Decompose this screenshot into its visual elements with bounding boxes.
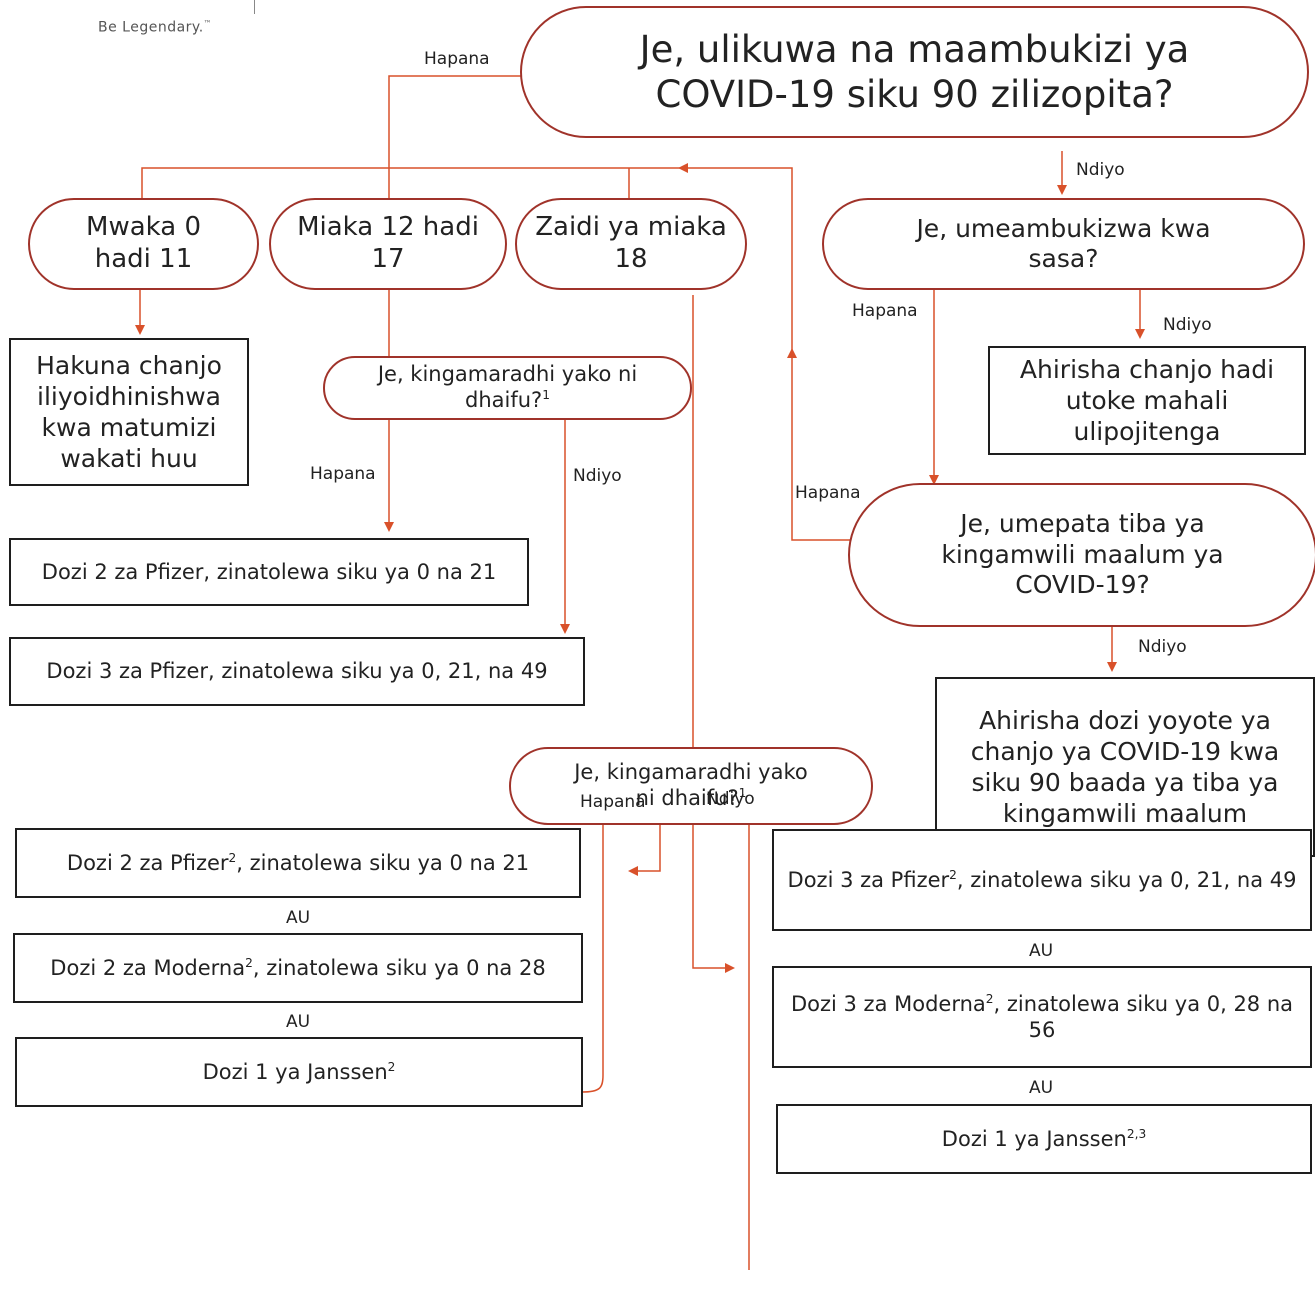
teen-yes-label: Ndiyo bbox=[573, 466, 622, 486]
start-yes-label: Ndiyo bbox=[1076, 160, 1125, 180]
infected-no-label: Hapana bbox=[852, 301, 918, 321]
adult-no-or-2: AU bbox=[285, 1012, 311, 1032]
adult-no-or-1: AU bbox=[285, 908, 311, 928]
age-group-18-plus: Zaidi ya miaka 18 bbox=[515, 198, 747, 290]
no-vaccine-box: Hakuna chanjo iliyoidhinishwa kwa matumi… bbox=[9, 338, 249, 486]
teen-outcome-no: Dozi 2 za Pfizer, zinatolewa siku ya 0 n… bbox=[9, 538, 529, 606]
age-group-12-17: Miaka 12 hadi 17 bbox=[269, 198, 507, 290]
adult-yes-option-janssen: Dozi 1 ya Janssen2,3 bbox=[776, 1104, 1312, 1174]
immune-question-adult: Je, kingamaradhi yako ni dhaifu?1 bbox=[509, 747, 873, 825]
teen-outcome-yes: Dozi 3 za Pfizer, zinatolewa siku ya 0, … bbox=[9, 637, 585, 706]
adult-yes-or-1: AU bbox=[1028, 941, 1054, 961]
immune-question-teen: Je, kingamaradhi yako ni dhaifu?1 bbox=[323, 356, 692, 420]
adult-no-option-janssen: Dozi 1 ya Janssen2 bbox=[15, 1037, 583, 1107]
adult-yes-option-pfizer: Dozi 3 za Pfizer2, zinatolewa siku ya 0,… bbox=[772, 829, 1312, 931]
logo-divider bbox=[254, 0, 255, 14]
antibody-no-label: Hapana bbox=[795, 483, 861, 503]
infected-question: Je, umeambukizwa kwa sasa? bbox=[822, 198, 1305, 290]
age-group-0-11: Mwaka 0 hadi 11 bbox=[28, 198, 259, 290]
start-question: Je, ulikuwa na maambukizi ya COVID-19 si… bbox=[520, 6, 1309, 138]
adult-no-option-moderna-box: Dozi 2 za Moderna2, zinatolewa siku ya 0… bbox=[13, 933, 583, 1003]
brand-tagline: Be Legendary.™ bbox=[98, 19, 213, 36]
adult-yes-or-2: AU bbox=[1028, 1078, 1054, 1098]
adult-yes-option-moderna: Dozi 3 za Moderna2, zinatolewa siku ya 0… bbox=[772, 966, 1312, 1068]
start-no-label: Hapana bbox=[424, 49, 490, 69]
infected-yes-label: Ndiyo bbox=[1163, 315, 1212, 335]
adult-yes-label: Ndiyo bbox=[706, 789, 755, 809]
adult-no-label: Hapana bbox=[580, 792, 646, 812]
teen-no-label: Hapana bbox=[310, 464, 376, 484]
isolation-box: Ahirisha chanjo hadi utoke mahali ulipoj… bbox=[988, 346, 1306, 455]
adult-no-option-pfizer: Dozi 2 za Pfizer2, zinatolewa siku ya 0 … bbox=[15, 828, 581, 898]
antibody-question: Je, umepata tiba ya kingamwili maalum ya… bbox=[848, 483, 1315, 627]
antibody-yes-label: Ndiyo bbox=[1138, 637, 1187, 657]
